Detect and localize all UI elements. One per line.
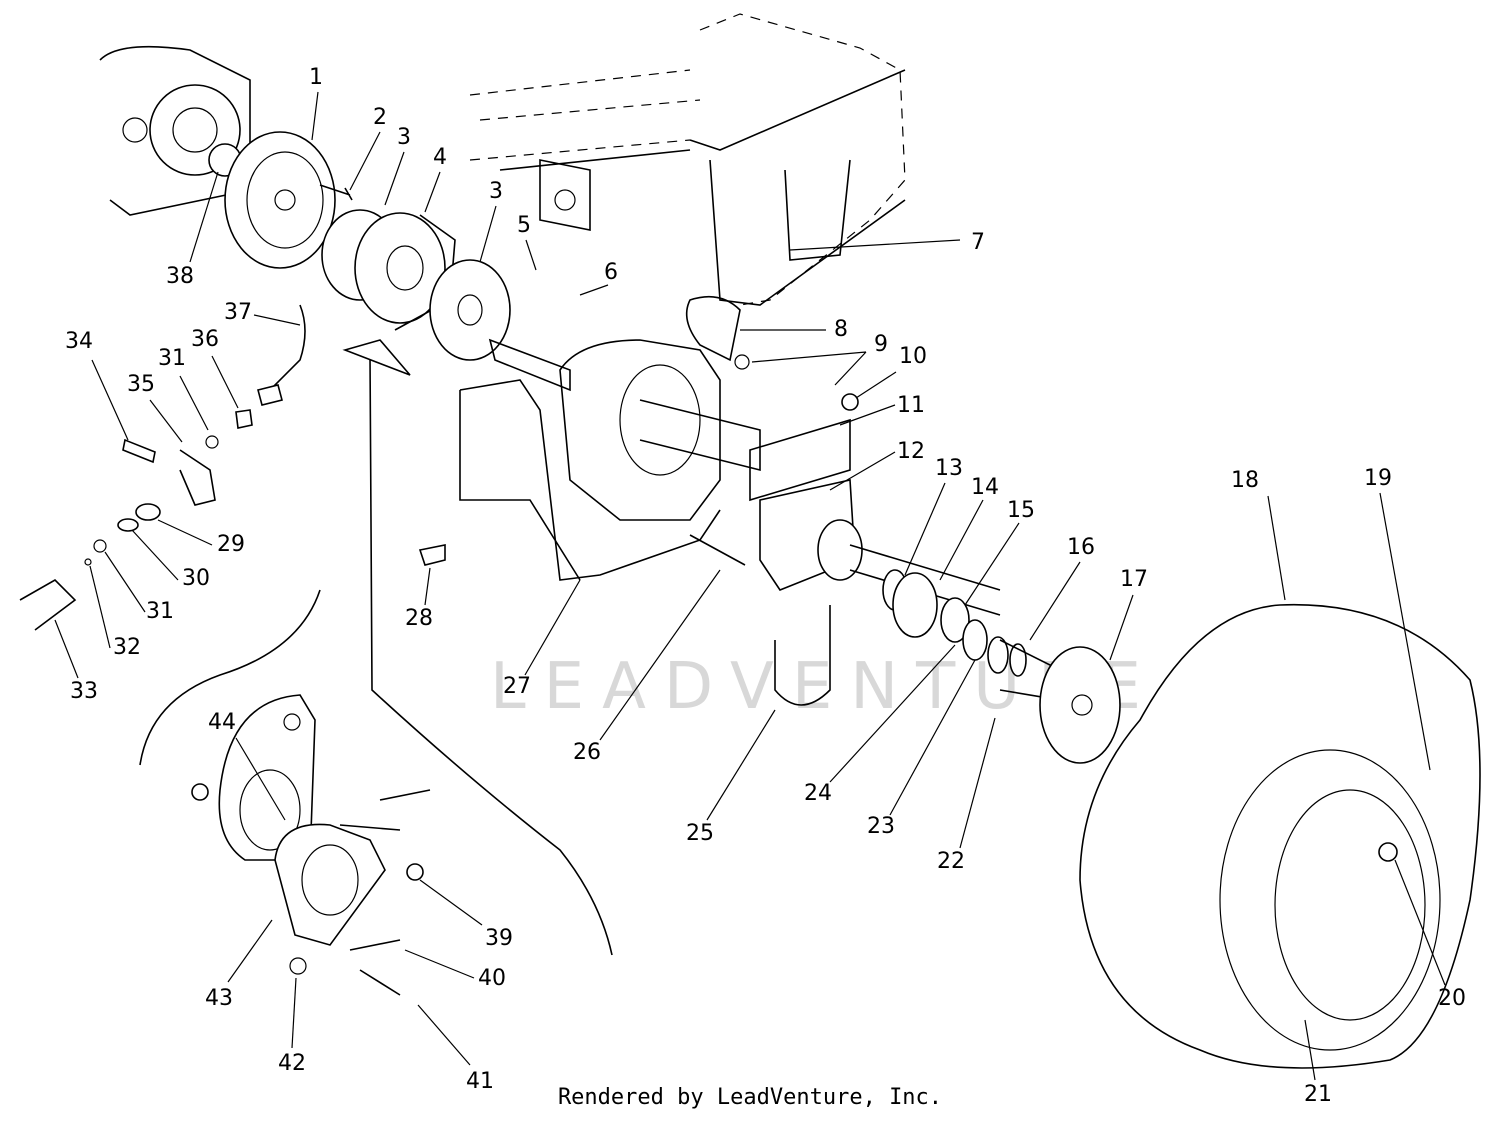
part-2-bolt bbox=[319, 184, 353, 201]
part-17-wheel-hub bbox=[999, 639, 1121, 764]
watermark-text: LEADVENTURE bbox=[490, 650, 1159, 724]
callout-14: 14 bbox=[971, 475, 999, 500]
callout-20: 20 bbox=[1438, 986, 1466, 1011]
transaxle-assembly bbox=[459, 338, 761, 581]
leader-lines bbox=[54, 91, 1446, 1081]
callout-3: 3 bbox=[397, 125, 411, 150]
part-3-4-clutch-assembly bbox=[321, 209, 511, 361]
part-25-u-bolt bbox=[774, 605, 831, 706]
callout-18: 18 bbox=[1231, 468, 1259, 493]
callout-17: 17 bbox=[1120, 567, 1148, 592]
callout-31: 31 bbox=[146, 599, 174, 624]
callout-8: 8 bbox=[834, 317, 848, 342]
callout-21: 21 bbox=[1304, 1082, 1332, 1107]
callout-12: 12 bbox=[897, 439, 925, 464]
part-11-12-bearing-housing bbox=[749, 418, 863, 591]
callout-5: 5 bbox=[517, 213, 531, 238]
part-18-tire bbox=[1079, 603, 1481, 1069]
part-28-bolt bbox=[418, 544, 446, 566]
callout-26: 26 bbox=[573, 740, 601, 765]
callout-10: 10 bbox=[899, 344, 927, 369]
callout-40: 40 bbox=[478, 966, 506, 991]
callout-44: 44 bbox=[208, 710, 236, 735]
callout-35: 35 bbox=[127, 372, 155, 397]
callout-29: 29 bbox=[217, 532, 245, 557]
callout-34: 34 bbox=[65, 329, 93, 354]
callout-22: 22 bbox=[937, 849, 965, 874]
part-8-clamp bbox=[685, 295, 741, 362]
callout-25: 25 bbox=[686, 821, 714, 846]
callout-39: 39 bbox=[485, 926, 513, 951]
part-1-flywheel-disc bbox=[224, 131, 336, 269]
callout-28: 28 bbox=[405, 606, 433, 631]
part-26-bolt bbox=[689, 534, 746, 566]
callout-3: 3 bbox=[489, 179, 503, 204]
callout-15: 15 bbox=[1007, 498, 1035, 523]
callout-2: 2 bbox=[373, 105, 387, 130]
callout-31: 31 bbox=[158, 346, 186, 371]
callout-1: 1 bbox=[309, 65, 323, 90]
callout-41: 41 bbox=[466, 1069, 494, 1094]
callout-11: 11 bbox=[897, 393, 925, 418]
callout-36: 36 bbox=[191, 327, 219, 352]
left-linkage-parts bbox=[19, 304, 306, 631]
callout-38: 38 bbox=[166, 264, 194, 289]
part-9-washer bbox=[734, 354, 750, 370]
part-10-nut bbox=[841, 393, 859, 411]
callout-19: 19 bbox=[1364, 466, 1392, 491]
callout-9: 9 bbox=[874, 332, 888, 357]
callout-37: 37 bbox=[224, 300, 252, 325]
callout-33: 33 bbox=[70, 679, 98, 704]
callout-13: 13 bbox=[935, 456, 963, 481]
callout-23: 23 bbox=[867, 814, 895, 839]
frame-housing bbox=[469, 13, 906, 306]
callout-27: 27 bbox=[503, 674, 531, 699]
inset-brake-detail bbox=[139, 339, 613, 996]
callout-16: 16 bbox=[1067, 535, 1095, 560]
axle-spacers bbox=[882, 569, 1027, 677]
callout-42: 42 bbox=[278, 1051, 306, 1076]
callout-7: 7 bbox=[971, 230, 985, 255]
callout-24: 24 bbox=[804, 781, 832, 806]
callout-30: 30 bbox=[182, 566, 210, 591]
callout-6: 6 bbox=[604, 260, 618, 285]
callout-4: 4 bbox=[433, 145, 447, 170]
footer-credit: Rendered by LeadVenture, Inc. bbox=[557, 1085, 943, 1110]
callout-43: 43 bbox=[205, 986, 233, 1011]
callout-32: 32 bbox=[113, 635, 141, 660]
